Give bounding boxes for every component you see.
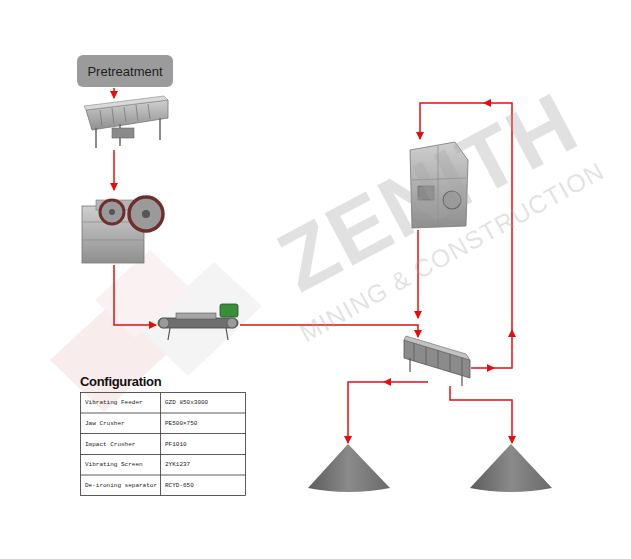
flow-line <box>471 367 494 369</box>
flow-line <box>384 381 428 383</box>
belt <box>158 318 238 328</box>
table-cell: Jaw Crusher <box>85 420 125 427</box>
table-cell: PF1010 <box>165 441 187 448</box>
stock-pile <box>308 444 390 492</box>
flow-line <box>114 265 156 325</box>
table-cell: Vibrating Feeder <box>85 399 143 406</box>
table-cell: 2YK1237 <box>165 461 190 468</box>
feeder-legs <box>96 118 160 148</box>
feeder-grate <box>100 104 150 126</box>
table-border <box>81 393 246 496</box>
table-cell: Impact Crusher <box>85 441 135 448</box>
table-cell: De-ironing separator <box>85 482 157 489</box>
stock-pile <box>470 444 552 492</box>
flywheel-hub <box>142 210 150 218</box>
de-ironing-separator <box>158 304 238 340</box>
table-cell: Vibrating Screen <box>85 461 143 468</box>
feeder-top <box>84 96 168 110</box>
magnet <box>176 313 216 319</box>
feeder-motor <box>112 128 134 138</box>
flywheel-hub <box>109 209 115 215</box>
flow-line <box>348 382 384 443</box>
process-box: Pretreatment <box>77 55 173 87</box>
flywheel <box>100 200 124 224</box>
flow-line <box>113 88 115 98</box>
logo-watermark <box>50 250 262 412</box>
config-table-grid <box>81 393 246 496</box>
vibrating-feeder <box>84 96 168 148</box>
table-cell: GZD 850x3000 <box>165 399 208 406</box>
table-heading: Configuration <box>80 374 161 389</box>
screen-ribs <box>414 343 462 376</box>
vibrating-screen <box>404 336 470 386</box>
flywheel <box>129 197 163 231</box>
table-rules <box>81 393 246 496</box>
table-cell: PE500×750 <box>165 420 197 427</box>
separator-legs <box>168 328 228 340</box>
roller <box>159 318 169 328</box>
box-label: Pretreatment <box>87 64 162 79</box>
jaw-crusher <box>82 197 163 263</box>
flow-line <box>494 330 512 368</box>
separator-motor <box>220 304 238 317</box>
flow-line <box>450 386 512 443</box>
table-cell: RCYD-650 <box>165 482 194 489</box>
flow-line <box>113 150 115 190</box>
roller <box>227 318 237 328</box>
